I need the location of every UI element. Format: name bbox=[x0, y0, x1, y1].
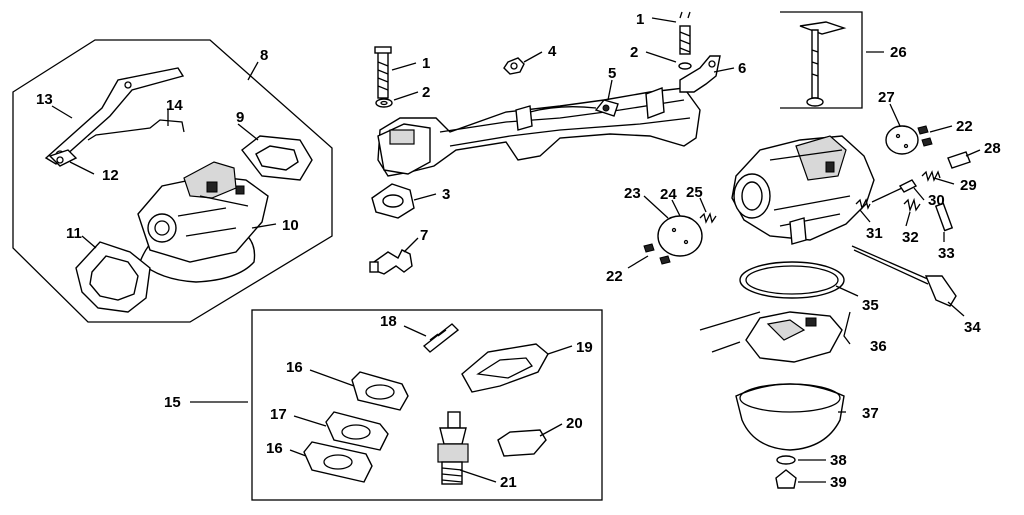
callout-7: 7 bbox=[420, 227, 428, 244]
elbow-fitting-part-7 bbox=[369, 249, 413, 275]
callout-2-right: 2 bbox=[630, 44, 638, 61]
callout-38: 38 bbox=[830, 452, 847, 469]
screws-part-22-lower bbox=[643, 243, 671, 265]
gasket-part-11 bbox=[75, 241, 151, 313]
callout-24: 24 bbox=[660, 186, 677, 203]
callout-19: 19 bbox=[576, 339, 593, 356]
stud-part-1-right bbox=[679, 11, 691, 55]
callout-35: 35 bbox=[862, 297, 879, 314]
callout-4: 4 bbox=[548, 43, 557, 60]
callout-31: 31 bbox=[866, 225, 883, 242]
spark-plug-part-21 bbox=[437, 411, 469, 485]
spring-part-25 bbox=[699, 212, 717, 224]
carburetor-kit-boundary bbox=[12, 39, 333, 323]
callout-1-right: 1 bbox=[636, 11, 644, 28]
callout-16-upper: 16 bbox=[286, 359, 303, 376]
spring-part-29 bbox=[921, 170, 941, 182]
carburetor-part-10 bbox=[137, 161, 269, 283]
throttle-lever-part-13 bbox=[44, 67, 185, 165]
callout-20: 20 bbox=[566, 415, 583, 432]
callout-15: 15 bbox=[164, 394, 181, 411]
callout-labels: 8 13 14 9 12 10 11 1 2 3 7 4 5 1 2 6 26 … bbox=[36, 11, 1001, 491]
spring-part-31 bbox=[855, 198, 871, 210]
callout-30: 30 bbox=[928, 192, 945, 209]
callout-18: 18 bbox=[380, 313, 397, 330]
callout-11: 11 bbox=[66, 225, 82, 242]
carburetor-body bbox=[731, 135, 875, 245]
float-bowl-part-37 bbox=[735, 383, 845, 451]
choke-shaft-part-26 bbox=[799, 21, 847, 107]
leader-lines bbox=[51, 17, 981, 483]
choke-plate-part-27 bbox=[885, 125, 919, 155]
callout-28: 28 bbox=[984, 140, 1001, 157]
gasket-part-16-upper bbox=[351, 371, 409, 411]
washer-part-38 bbox=[776, 455, 796, 465]
callout-25: 25 bbox=[686, 184, 703, 201]
screws-part-22-upper bbox=[917, 125, 933, 147]
callout-29: 29 bbox=[960, 177, 977, 194]
callout-21: 21 bbox=[500, 474, 517, 491]
callout-37: 37 bbox=[862, 405, 879, 422]
callout-10: 10 bbox=[282, 217, 299, 234]
idle-screw-part-28 bbox=[947, 151, 971, 169]
washer-part-2-left bbox=[375, 98, 393, 108]
callout-12: 12 bbox=[102, 167, 119, 184]
callout-8: 8 bbox=[260, 47, 268, 64]
callout-1-left: 1 bbox=[422, 55, 430, 72]
link-rod-part-14 bbox=[87, 119, 185, 141]
callout-14: 14 bbox=[166, 97, 183, 114]
gasket-part-19 bbox=[461, 343, 549, 393]
gasket-part-17 bbox=[325, 411, 389, 451]
throttle-plate-part-23 bbox=[657, 215, 703, 257]
callout-22-lower: 22 bbox=[606, 268, 623, 285]
callout-34: 34 bbox=[964, 319, 981, 336]
intake-manifold-part-5 bbox=[377, 87, 701, 177]
swivel-part-12 bbox=[48, 149, 78, 167]
callout-6: 6 bbox=[738, 60, 746, 77]
bracket-part-6 bbox=[679, 55, 721, 93]
callout-9: 9 bbox=[236, 109, 244, 126]
gasket-kit-boundary bbox=[251, 309, 603, 501]
washer-part-2-right bbox=[678, 62, 692, 70]
gasket-part-16-lower bbox=[303, 441, 373, 483]
callout-33: 33 bbox=[938, 245, 955, 262]
callout-23: 23 bbox=[624, 185, 641, 202]
gasket-part-3 bbox=[371, 183, 415, 219]
choke-shaft-boundary bbox=[780, 11, 863, 109]
spring-part-32 bbox=[903, 197, 921, 213]
callout-27: 27 bbox=[878, 89, 895, 106]
idle-mixture-screw-part-30 bbox=[871, 179, 918, 203]
callout-32: 32 bbox=[902, 229, 919, 246]
callout-16-lower: 16 bbox=[266, 440, 283, 457]
callout-36: 36 bbox=[870, 338, 887, 355]
throttle-shaft-part-34 bbox=[851, 245, 957, 307]
callout-26: 26 bbox=[890, 44, 907, 61]
float-part-36 bbox=[699, 311, 843, 363]
callout-22-upper: 22 bbox=[956, 118, 973, 135]
gasket-part-9 bbox=[241, 135, 313, 181]
nut-part-4 bbox=[503, 57, 525, 75]
screw-part-33 bbox=[934, 202, 954, 232]
bowl-nut-part-39 bbox=[775, 469, 797, 489]
callout-13: 13 bbox=[36, 91, 53, 108]
pin-part-18 bbox=[422, 323, 460, 353]
callout-2-left: 2 bbox=[422, 84, 430, 101]
callout-17: 17 bbox=[270, 406, 287, 423]
callout-3: 3 bbox=[442, 186, 450, 203]
callout-39: 39 bbox=[830, 474, 847, 491]
bowl-gasket-part-35 bbox=[739, 261, 845, 299]
screw-part-1-left bbox=[374, 46, 392, 99]
callout-5: 5 bbox=[608, 65, 616, 82]
gasket-part-20 bbox=[497, 429, 547, 457]
